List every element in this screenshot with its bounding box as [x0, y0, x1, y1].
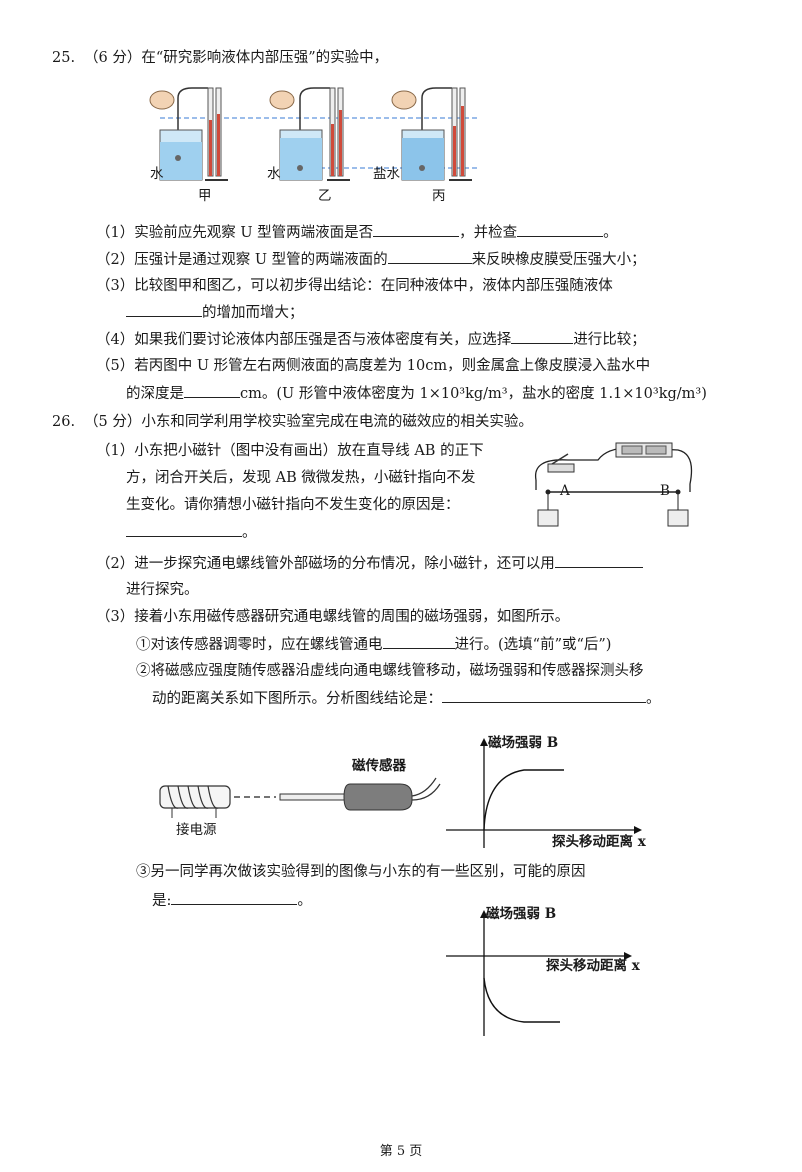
- label-jia: 甲: [198, 188, 212, 204]
- graph-1-y-label: 磁场强弱 B: [488, 735, 559, 751]
- question-26-number: 26.: [52, 414, 76, 430]
- q26-part-2-line2: 进行探究。: [126, 582, 199, 598]
- answer-blank[interactable]: [171, 890, 298, 905]
- apparatus-yi: [269, 87, 350, 181]
- question-26-header: （5 分）小东和同学利用学校实验室完成在电流的磁效应的相关实验。: [84, 414, 533, 430]
- answer-blank[interactable]: [382, 634, 455, 649]
- answer-blank[interactable]: [373, 222, 460, 237]
- sensor-body: [343, 783, 413, 811]
- power-label: 接电源: [176, 822, 217, 838]
- question-25-number: 25.: [52, 50, 76, 66]
- apparatus-bing: [391, 87, 472, 181]
- q26-sub-2-line2: 动的距离关系如下图所示。分析图线结论是：。: [152, 688, 661, 709]
- q25-part-3-line2: 的增加而增大；: [126, 302, 304, 323]
- q25-part-4: （4）如果我们要讨论液体内部压强是否与液体密度有关，应选择进行比较；: [96, 329, 646, 350]
- label-bing: 丙: [432, 188, 446, 204]
- page-number: 第 5 页: [379, 1144, 423, 1159]
- circuit-figure: [534, 442, 693, 527]
- graph-1: [446, 738, 642, 848]
- answer-blank[interactable]: [184, 383, 240, 398]
- answer-blank[interactable]: [517, 222, 604, 237]
- q26-part-1-line3: 生变化。请你猜想小磁针指向不发生变化的原因是：: [126, 497, 460, 513]
- graph-1-x-label: 探头移动距离 x: [552, 834, 646, 850]
- q26-part-1-line1: （1）小东把小磁针（图中没有画出）放在直导线 AB 的正下: [96, 443, 484, 459]
- graph-2-x-label: 探头移动距离 x: [546, 958, 640, 974]
- circuit-label-a: A: [560, 483, 570, 499]
- answer-blank[interactable]: [511, 329, 574, 344]
- q26-part-2-line1: （2）进一步探究通电螺线管外部磁场的分布情况，除小磁针，还可以用: [96, 553, 643, 574]
- answer-blank[interactable]: [126, 302, 202, 317]
- solenoid-sensor-figure: [159, 777, 441, 818]
- sensor-probe: [279, 793, 351, 801]
- label-brine: 盐水: [373, 166, 400, 182]
- q25-part-5-line1: （5）若丙图中 U 形管左右两侧液面的高度差为 10cm，则金属盒上像皮膜浸入盐…: [96, 358, 651, 374]
- apparatus-jia: [149, 87, 228, 181]
- question-25-header: （6 分）在“研究影响液体内部压强”的实验中，: [84, 50, 389, 66]
- q26-sub-3-line2: 是:。: [152, 890, 312, 911]
- q26-sub-3-line1: ③另一同学再次做该实验得到的图像与小东的有一些区别，可能的原因: [136, 864, 586, 880]
- graph-1-curve: [483, 769, 564, 831]
- graph-2-y-label: 磁场强弱 B: [486, 906, 557, 922]
- q26-part-3: （3）接着小东用磁传感器研究通电螺线管的周围的磁场强弱，如图所示。: [96, 609, 570, 625]
- q25-part-3-line1: （3）比较图甲和图乙，可以初步得出结论：在同种液体中，液体内部压强随液体: [96, 278, 613, 294]
- answer-blank[interactable]: [387, 249, 472, 264]
- solenoid-coil: [167, 785, 219, 809]
- graph-2: [446, 910, 632, 1036]
- label-yi: 乙: [318, 188, 332, 204]
- q26-sub-2-line1: ②将磁感应强度随传感器沿虚线向通电螺线管移动，磁场强弱和传感器探测头移: [136, 663, 644, 679]
- pressure-experiment-figure: [149, 87, 480, 181]
- answer-blank[interactable]: [554, 553, 643, 568]
- q26-part-1-line4: 。: [126, 522, 257, 543]
- q25-part-2: （2）压强计是通过观察 U 型管的两端液面的来反映橡皮膜受压强大小；: [96, 249, 646, 270]
- circuit-label-b: B: [660, 483, 670, 499]
- answer-blank[interactable]: [126, 522, 242, 537]
- sensor-label: 磁传感器: [352, 758, 406, 774]
- q26-sub-1: ①对该传感器调零时，应在螺线管通电进行。(选填“前”或“后”): [136, 634, 611, 655]
- graph-2-curve: [483, 977, 560, 1023]
- label-water-2: 水: [267, 166, 281, 182]
- q25-part-1: （1）实验前应先观察 U 型管两端液面是否，并检查。: [96, 222, 618, 243]
- answer-blank[interactable]: [442, 688, 646, 703]
- q26-part-1-line2: 方，闭合开关后，发现 AB 微微发热，小磁针指向不发: [126, 470, 476, 486]
- label-water-1: 水: [150, 166, 164, 182]
